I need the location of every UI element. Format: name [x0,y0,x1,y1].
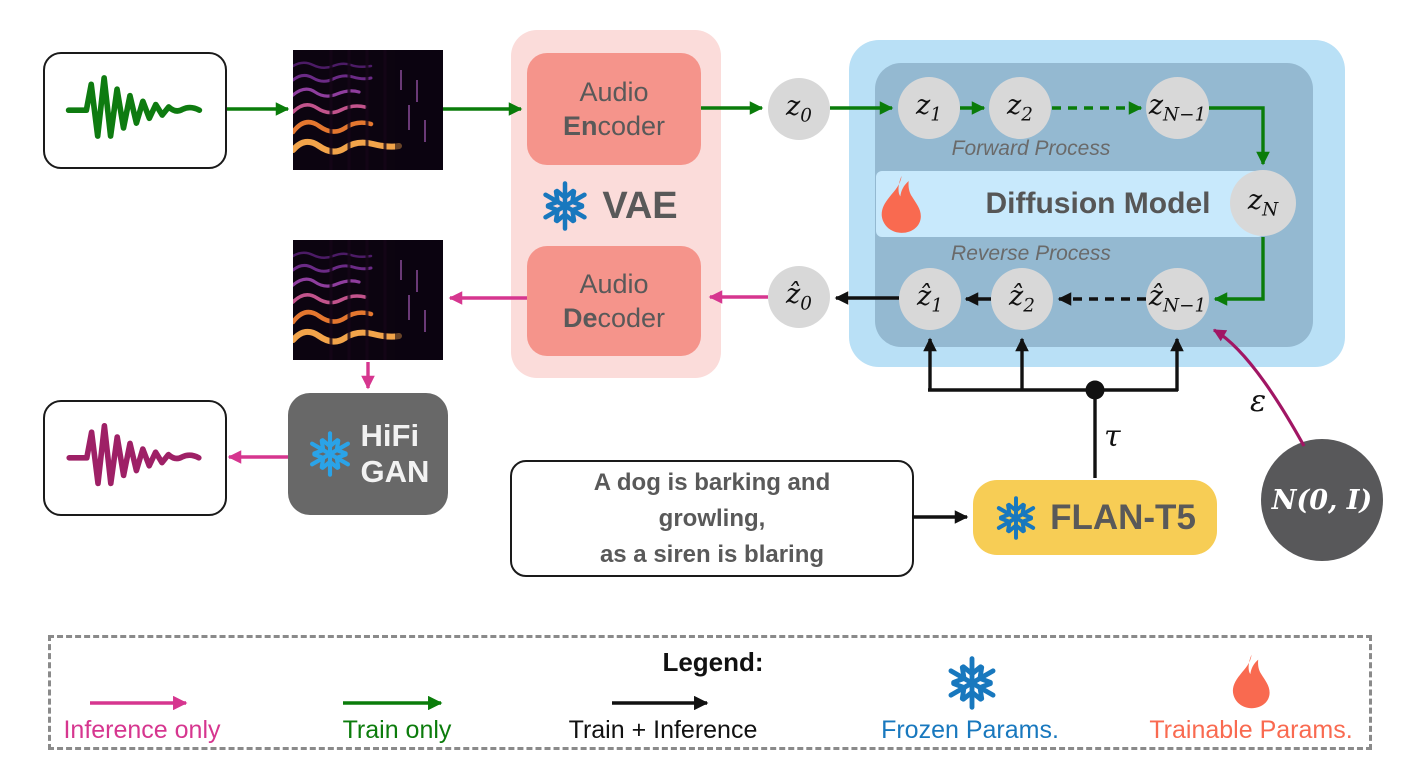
latent-z2: z2 [989,77,1051,139]
tau-label: τ [1104,419,1121,454]
audio-encoder-line1: Audio [579,77,649,107]
latent-zhat1: ẑ1 [899,268,961,330]
audio-decoder-line1: Audio [579,269,649,299]
hifi-gan-label: HiFi GAN [360,418,430,489]
prompt-line: as a siren is blaring [599,540,825,568]
audio-encoder-box: Audio Encoder [527,53,701,165]
latent-zhatN-1: ẑN−1 [1146,268,1209,330]
snowflake-icon [996,495,1036,540]
latent-zhat0: ẑ0 [768,266,830,328]
legend-box [48,635,1372,750]
input-spectrogram [293,50,443,170]
flan-t5-box: FLAN-T5 [973,480,1217,555]
input-audio-box [43,52,227,169]
audio-decoder-box: Audio Decoder [527,246,701,356]
legend-item-trainable-params: Trainable Params. [1149,716,1353,744]
output-waveform-icon [66,423,202,487]
flan-t5-label: FLAN-T5 [1050,497,1196,537]
epsilon-label: ε [1250,384,1267,419]
latent-zN: zN [1230,170,1296,236]
diffusion-title-banner: Diffusion Model [876,171,1264,237]
legend-title: Legend: [662,647,764,677]
fire-icon [869,174,933,238]
legend-item-train-only: Train only [342,716,452,744]
hifi-gan-box: HiFi GAN [288,393,448,515]
prompt-box: A dog is barking and growling, as a sire… [510,460,914,577]
input-waveform-icon [65,75,203,140]
snowflake-icon [543,181,588,231]
spectrogram-image [293,240,443,360]
latent-zN-1: zN−1 [1146,77,1209,139]
diffusion-title: Diffusion Model [985,187,1211,220]
vae-label-row: VAE [524,177,694,235]
vae-label: VAE [602,184,678,227]
output-audio-box [43,400,227,516]
reverse-process-label: Reverse Process [951,242,1111,265]
output-spectrogram [293,240,443,360]
fire-icon [1221,652,1281,714]
legend-item-inference-only: Inference only [63,716,221,744]
prompt-line: growling, [658,504,766,532]
snowflake-icon [945,656,999,710]
spectrogram-image [293,50,443,170]
latent-zhat2: ẑ2 [991,268,1053,330]
latent-z0: z0 [768,78,830,140]
noise-circle: N(0, I) [1261,439,1383,561]
forward-process-label: Forward Process [951,137,1111,160]
snowflake-icon [309,431,350,477]
legend-item-frozen-params: Frozen Params. [881,716,1059,744]
audio-encoder-line2: Encoder [562,111,666,141]
legend-item-train-inference: Train + Inference [568,716,758,744]
noise-label: N(0, I) [1271,484,1373,516]
prompt-line: A dog is barking and [593,468,831,496]
junction-dot [1085,380,1105,400]
latent-z1: z1 [898,77,960,139]
audio-decoder-line2: Decoder [562,303,666,333]
